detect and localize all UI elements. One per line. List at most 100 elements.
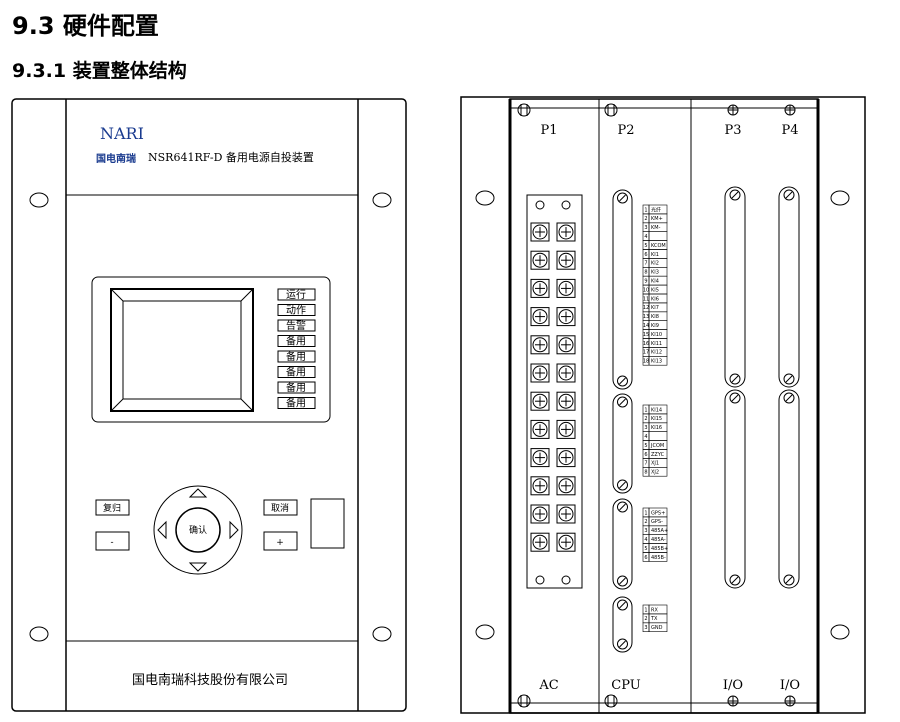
- screw-icon: [727, 104, 739, 116]
- pin-label: KI9: [651, 323, 659, 329]
- mount-hole: [29, 192, 49, 208]
- slot-label-top: P1: [540, 123, 557, 138]
- plus-button[interactable]: [263, 531, 298, 551]
- terminal-screw-icon: [556, 250, 576, 270]
- pin-number: 1: [644, 207, 647, 213]
- pin-label: 485B+: [651, 546, 668, 552]
- connector-housing: [778, 389, 800, 589]
- pin-number: 7: [644, 261, 647, 267]
- arrow-right-icon[interactable]: [229, 520, 239, 540]
- pin-number: 7: [644, 461, 647, 467]
- indicator-label: 动作: [286, 305, 306, 317]
- pin-number: 5: [644, 243, 647, 249]
- minus-button[interactable]: [95, 531, 130, 551]
- pin-label-cell: [648, 466, 668, 477]
- pin-label: RX: [651, 607, 658, 613]
- mount-hole: [372, 626, 392, 642]
- pin-label: KI14: [651, 407, 662, 413]
- lcd-screen: [110, 288, 254, 412]
- indicator-label: 备用: [286, 381, 306, 394]
- pin-number: 3: [644, 625, 647, 631]
- pin-label: KM-: [651, 225, 661, 231]
- pin-label-cell: [648, 622, 668, 632]
- connector-housing: [612, 498, 633, 590]
- confirm-label: 确认: [189, 524, 207, 536]
- pin-number: 4: [644, 537, 647, 543]
- terminal-screw-icon: [556, 532, 576, 552]
- terminal-screw-icon: [556, 278, 576, 298]
- terminal-screw-icon: [530, 448, 550, 468]
- pin-number: 10: [643, 287, 649, 293]
- pin-label: KI12: [651, 350, 662, 356]
- pin-label: JCOM: [650, 443, 664, 449]
- screw-icon: [727, 695, 739, 707]
- connector-screw-icon: [729, 392, 741, 404]
- plus-label: +: [276, 538, 284, 548]
- indicator-led-box: [277, 350, 316, 363]
- nav-ring: [153, 485, 243, 575]
- connector-screw-icon: [783, 189, 795, 201]
- pin-label: KI2: [651, 261, 659, 267]
- pin-label: GND: [651, 625, 663, 631]
- pin-label: KI8: [651, 314, 659, 320]
- indicator-led-box: [277, 319, 316, 332]
- pin-label: KI6: [651, 296, 659, 302]
- arrow-up-icon[interactable]: [188, 488, 208, 498]
- pin-label: KI10: [651, 332, 662, 338]
- pin-number: 3: [644, 425, 647, 431]
- brand-cn-logo: 国电南瑞: [96, 152, 136, 165]
- ac-terminal-block: [526, 194, 583, 589]
- screw-icon: [784, 695, 796, 707]
- mount-screw-icon: [561, 200, 571, 210]
- terminal-screw-icon: [530, 222, 550, 242]
- pin-label-cell: [648, 231, 668, 241]
- pin-label: KCOM: [651, 243, 666, 249]
- indicator-led-box: [277, 397, 316, 409]
- pin-label: XJ2: [651, 470, 659, 476]
- brand-logo: NARI: [100, 124, 144, 143]
- slot-label-bottom: CPU: [611, 678, 640, 693]
- pin-number: 13: [643, 314, 649, 320]
- company-name: 国电南瑞科技股份有限公司: [132, 672, 288, 688]
- pin-number: 8: [644, 470, 647, 476]
- slot-label-top: P3: [724, 123, 741, 138]
- mount-screw-icon: [535, 575, 545, 585]
- pin-number: 12: [643, 305, 649, 311]
- indicator-label: 备用: [286, 397, 306, 410]
- confirm-button[interactable]: [175, 507, 221, 553]
- pin-number: 2: [644, 519, 647, 525]
- slot-label-bottom: I/O: [780, 678, 800, 693]
- reset-button[interactable]: [95, 499, 130, 516]
- indicator-label: 运行: [286, 288, 306, 301]
- mount-hole: [475, 190, 495, 206]
- pin-number: 2: [644, 616, 647, 622]
- pin-label: 光纤: [651, 206, 661, 213]
- pin-number: 1: [644, 407, 647, 413]
- cancel-label: 取消: [271, 502, 289, 514]
- terminal-screw-icon: [556, 504, 576, 524]
- pin-label: 485B-: [651, 555, 666, 561]
- mount-hole: [29, 626, 49, 642]
- mount-screw-icon: [535, 200, 545, 210]
- section-heading: 9.3 硬件配置: [12, 12, 159, 40]
- indicator-led-box: [277, 381, 316, 394]
- pin-number: 9: [644, 279, 647, 285]
- front-port-cover: [310, 498, 345, 549]
- terminal-screw-icon: [530, 532, 550, 552]
- arrow-down-icon[interactable]: [188, 562, 208, 572]
- pin-label: TX: [650, 616, 658, 622]
- terminal-screw-icon: [556, 419, 576, 439]
- connector-screw-icon: [617, 638, 628, 650]
- indicator-label: 备用: [286, 366, 306, 379]
- connector-screw-icon: [729, 373, 741, 385]
- pin-number: 18: [643, 359, 649, 365]
- pin-label: ZZYC: [651, 452, 665, 458]
- pin-label: KI13: [651, 359, 662, 365]
- connector-screw-icon: [617, 375, 628, 387]
- arrow-left-icon[interactable]: [157, 520, 167, 540]
- cancel-button[interactable]: [263, 499, 298, 516]
- connector-screw-icon: [783, 574, 795, 586]
- screw-icon: [604, 694, 618, 708]
- slot-label-bottom: I/O: [723, 678, 743, 693]
